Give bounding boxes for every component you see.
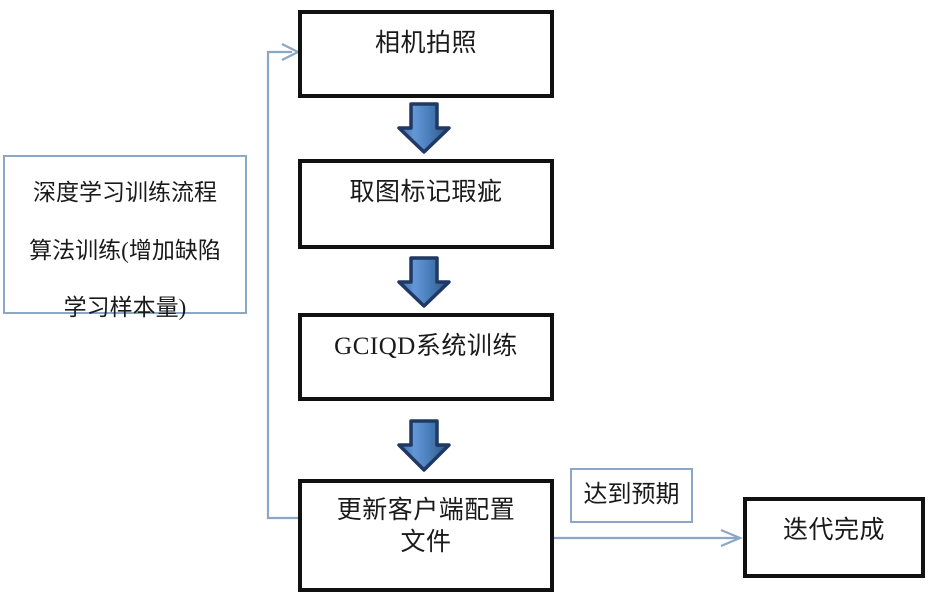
process-box-label: GCIQD系统训练 [334, 333, 518, 360]
feedback-connector-arrow [266, 43, 301, 520]
process-box-label: 取图标记瑕疵 [349, 179, 503, 206]
block-arrow-down-3 [397, 419, 451, 472]
note-line-1: 深度学习训练流程 [33, 180, 217, 205]
training-process-note: 深度学习训练流程 算法训练(增加缺陷 学习样本量) [3, 155, 247, 320]
block-arrow-down-1 [397, 102, 451, 154]
process-box-label: 迭代完成 [782, 517, 885, 544]
process-box-mark-defects[interactable]: 取图标记瑕疵 [298, 159, 554, 249]
block-arrow-down-2 [397, 256, 451, 308]
note-line-2: 算法训练(增加缺陷 [29, 237, 221, 263]
process-box-label: 相机拍照 [374, 30, 477, 57]
condition-label-meets-expectation: 达到预期 [570, 468, 693, 523]
process-box-iteration-complete[interactable]: 迭代完成 [743, 497, 925, 578]
note-line-3: 学习样本量) [63, 295, 187, 321]
process-box-label-line-2: 文件 [400, 529, 452, 556]
process-box-gciqd-training[interactable]: GCIQD系统训练 [298, 313, 554, 401]
condition-label-text: 达到预期 [583, 482, 680, 508]
process-box-camera-capture[interactable]: 相机拍照 [298, 10, 554, 98]
process-box-update-client-config[interactable]: 更新客户端配置 文件 [298, 479, 554, 592]
process-box-label: 更新客户端配置 文件 [302, 483, 550, 559]
forward-connector-arrow [554, 528, 743, 548]
process-box-label-line-1: 更新客户端配置 [336, 497, 516, 524]
